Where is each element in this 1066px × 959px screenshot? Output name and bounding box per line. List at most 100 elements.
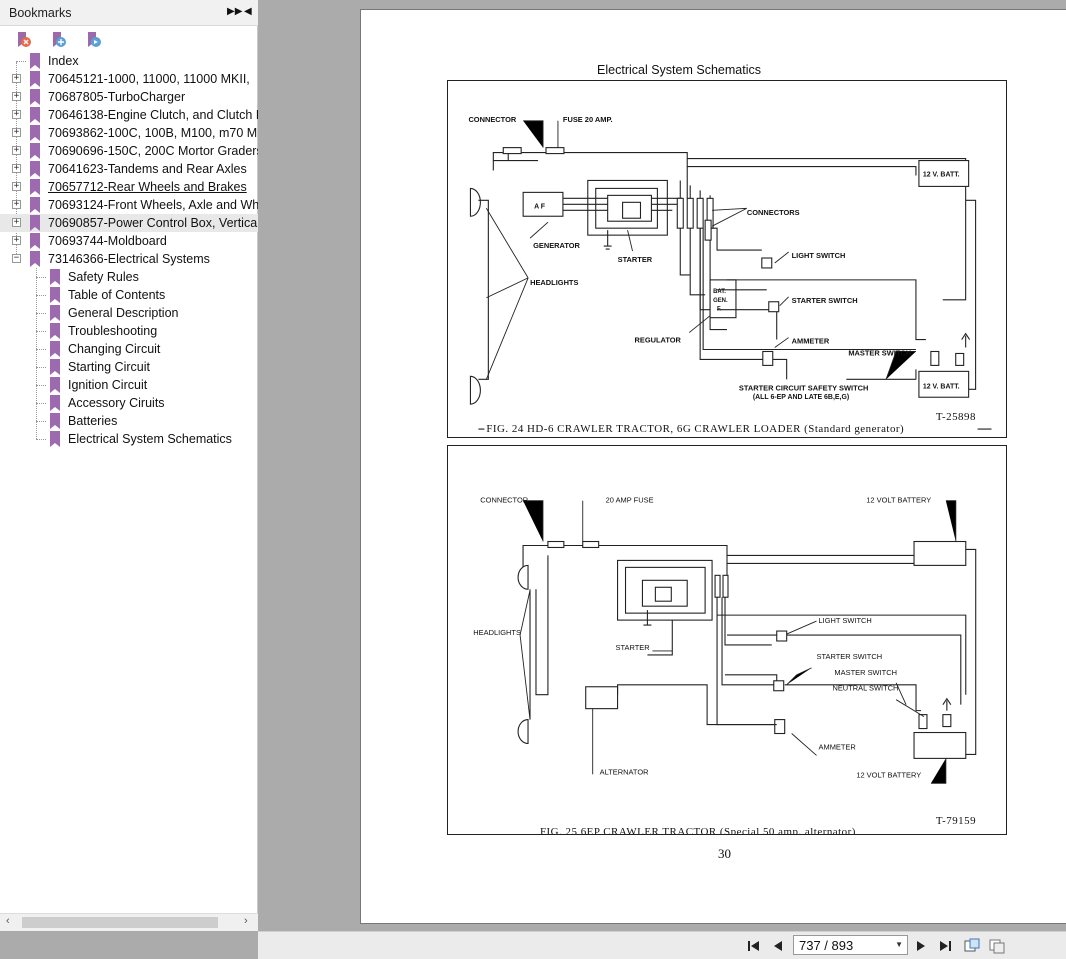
bookmark-icon <box>30 89 40 105</box>
expand-icon[interactable]: + <box>12 145 21 155</box>
page-number: 30 <box>718 846 731 861</box>
delete-bookmark-icon[interactable] <box>14 30 34 50</box>
page-number-field[interactable]: 737 / 893 ▼ <box>793 935 908 955</box>
bookmark-icon <box>30 233 40 249</box>
bookmark-label: 70690696-150C, 200C Mortor Graders <box>48 144 258 158</box>
expand-icon[interactable]: + <box>12 217 21 227</box>
page-navigation-bar: 737 / 893 ▼ <box>258 931 1066 959</box>
panel-title: Bookmarks <box>9 6 72 20</box>
bookmark-label: 70693862-100C, 100B, M100, m70 M <box>48 126 258 140</box>
expand-icon[interactable]: + <box>12 109 21 119</box>
bookmark-icon <box>30 53 40 69</box>
fig24-caption: FIG. 24 HD-6 CRAWLER TRACTOR, 6G CRAWLER… <box>486 423 904 435</box>
bookmark-icon <box>30 161 40 177</box>
fig25-master-switch-label: MASTER SWITCH <box>834 668 897 677</box>
expand-icon[interactable]: + <box>12 199 21 209</box>
bookmark-item[interactable]: Safety Rules <box>0 268 258 286</box>
collapse-icon[interactable]: − <box>12 253 21 263</box>
bookmark-label: 70687805-TurboCharger <box>48 90 186 104</box>
bookmark-label: 70693124-Front Wheels, Axle and Wh <box>48 198 258 212</box>
fig24-regulator-label: REGULATOR <box>635 336 682 345</box>
scrollbar-thumb[interactable] <box>22 917 218 928</box>
fit-page-icon[interactable] <box>963 937 981 955</box>
next-page-icon[interactable] <box>912 937 930 955</box>
fig24-fuse-label: FUSE 20 AMP. <box>563 115 613 124</box>
fig24-connector-label: CONNECTOR <box>468 115 516 124</box>
fig24-starter-label: STARTER <box>618 255 653 264</box>
bookmark-item[interactable]: Index <box>0 52 258 70</box>
page-dropdown-icon[interactable]: ▼ <box>895 940 903 949</box>
fig25-ammeter-label: AMMETER <box>819 742 857 751</box>
tree-branch-line <box>36 421 46 422</box>
bookmark-item[interactable]: Batteries <box>0 412 258 430</box>
bookmark-label: 70641623-Tandems and Rear Axles <box>48 162 247 176</box>
bookmarks-toolbar <box>0 27 258 53</box>
fig24-connectors-label: CONNECTORS <box>747 208 800 217</box>
fig24-safety-switch-label: STARTER CIRCUIT SAFETY SWITCH <box>739 383 868 392</box>
tree-branch-line <box>36 295 46 296</box>
bookmark-item[interactable]: +70657712-Rear Wheels and Brakes <box>0 178 258 196</box>
previous-page-icon[interactable] <box>769 937 787 955</box>
fig25-starter-label: STARTER <box>616 643 651 652</box>
scroll-right-icon[interactable]: › <box>244 915 248 927</box>
scroll-left-icon[interactable]: ‹ <box>6 915 10 927</box>
bookmark-label: Index <box>48 54 79 68</box>
bookmark-icon <box>50 269 60 285</box>
bookmark-label: 70693744-Moldboard <box>48 234 167 248</box>
panel-options-icon[interactable]: ▶▶ <box>227 6 243 17</box>
bookmark-item[interactable]: Electrical System Schematics <box>0 430 258 448</box>
bookmark-item[interactable]: Ignition Circuit <box>0 376 258 394</box>
bookmark-item[interactable]: Starting Circuit <box>0 358 258 376</box>
bookmark-item[interactable]: Table of Contents <box>0 286 258 304</box>
expand-icon[interactable]: + <box>12 127 21 137</box>
fig24-schematic: CONNECTOR FUSE 20 AMP. 12 V. BATT. A F G… <box>447 80 1007 438</box>
bookmark-item[interactable]: +70693744-Moldboard <box>0 232 258 250</box>
fig24-reg-bat-label: BAT. <box>713 289 726 295</box>
bookmark-item[interactable]: Accessory Ciruits <box>0 394 258 412</box>
tree-branch-line <box>36 331 46 332</box>
bookmark-item[interactable]: +70687805-TurboCharger <box>0 88 258 106</box>
collapse-panel-icon[interactable]: ◀ <box>244 6 252 17</box>
fig25-battery-top-label: 12 VOLT BATTERY <box>866 496 931 505</box>
horizontal-scrollbar[interactable]: ‹ › <box>0 913 258 931</box>
fit-width-icon[interactable] <box>988 937 1006 955</box>
fig24-master-switch-label: MASTER SWITCH <box>848 348 911 357</box>
bookmarks-tree: Index+70645121-1000, 11000, 11000 MKII,+… <box>0 52 258 912</box>
bookmark-item[interactable]: −73146366-Electrical Systems <box>0 250 258 268</box>
fig25-fuse-label: 20 AMP FUSE <box>606 496 654 505</box>
expand-icon[interactable]: + <box>12 235 21 245</box>
add-bookmark-icon[interactable] <box>49 30 69 50</box>
fig24-af-label: A F <box>534 203 545 210</box>
bookmark-icon <box>50 323 60 339</box>
tree-branch-line <box>36 403 46 404</box>
fig24-generator-label: GENERATOR <box>533 241 580 250</box>
bookmark-item[interactable]: General Description <box>0 304 258 322</box>
fig25-caption: FIG. 25 6EP CRAWLER TRACTOR (Special 50 … <box>540 826 856 835</box>
fig25-headlights-label: HEADLIGHTS <box>473 628 521 637</box>
bookmark-item[interactable]: +70690696-150C, 200C Mortor Graders <box>0 142 258 160</box>
tree-branch-line <box>36 385 46 386</box>
bookmark-item[interactable]: +70646138-Engine Clutch, and Clutch I <box>0 106 258 124</box>
bookmark-item[interactable]: +70645121-1000, 11000, 11000 MKII, <box>0 70 258 88</box>
bookmark-icon <box>30 143 40 159</box>
bookmark-label: 70646138-Engine Clutch, and Clutch I <box>48 108 258 122</box>
go-to-bookmark-icon[interactable] <box>84 30 104 50</box>
bookmark-label: 70645121-1000, 11000, 11000 MKII, <box>48 72 250 86</box>
bookmark-item[interactable]: +70693862-100C, 100B, M100, m70 M <box>0 124 258 142</box>
tree-branch-line <box>36 313 46 314</box>
last-page-icon[interactable] <box>936 937 954 955</box>
bookmark-item[interactable]: +70690857-Power Control Box, Vertica <box>0 214 258 232</box>
expand-icon[interactable]: + <box>12 91 21 101</box>
expand-icon[interactable]: + <box>12 73 21 83</box>
bookmarks-panel-header: Bookmarks ▶▶ ◀ <box>0 0 258 26</box>
expand-icon[interactable]: + <box>12 163 21 173</box>
tree-branch-line <box>36 367 46 368</box>
bookmark-icon <box>50 431 60 447</box>
expand-icon[interactable]: + <box>12 181 21 191</box>
bookmark-item[interactable]: Changing Circuit <box>0 340 258 358</box>
bookmark-item[interactable]: +70641623-Tandems and Rear Axles <box>0 160 258 178</box>
bookmark-item[interactable]: +70693124-Front Wheels, Axle and Wh <box>0 196 258 214</box>
bookmark-item[interactable]: Troubleshooting <box>0 322 258 340</box>
fig24-reg-gen-label: GEN. <box>713 298 728 304</box>
first-page-icon[interactable] <box>745 937 763 955</box>
